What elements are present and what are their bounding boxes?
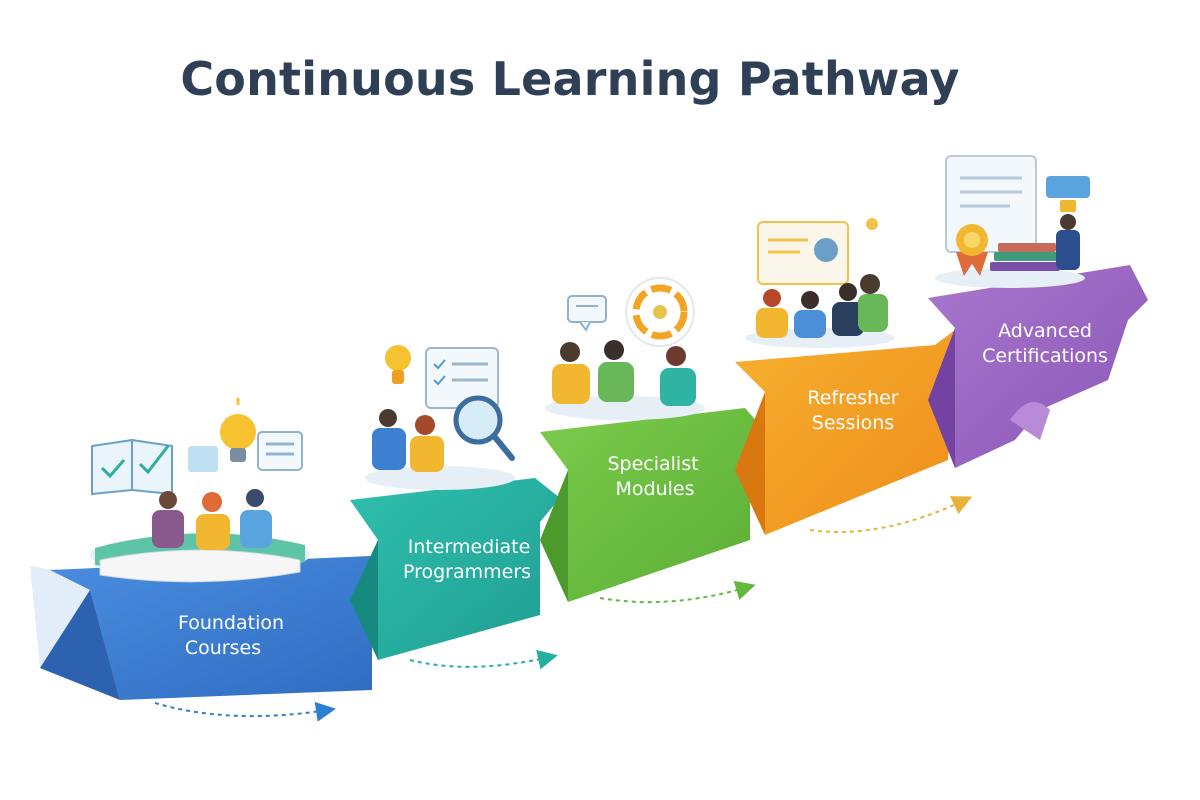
illustration-advanced [935,155,1090,288]
step-specialist-modules: Specialist Modules [540,408,760,602]
page-title: Continuous Learning Pathway [180,52,960,106]
step-foundation-courses: Foundation Courses [30,556,395,700]
step-label-line2: Certifications [982,345,1108,367]
connector-arrow-1 [154,701,336,722]
award-ribbon-icon [956,224,988,276]
step-advanced-certifications: Advanced Certifications [928,265,1148,468]
step-refresher-sessions: Refresher Sessions [735,330,955,535]
step-intermediate-programmers: Intermediate Programmers [350,478,560,660]
checklist-icon [425,347,499,409]
illustration-foundation [90,398,310,583]
books-icon [990,243,1060,271]
people-group-icon [152,489,272,550]
open-book-icon [91,438,173,496]
step-label-line1: Refresher [807,387,898,409]
illustration-refresher [745,218,895,348]
lightbulb-icon [385,345,411,384]
step-label-line2: Courses [185,637,261,659]
people-group-icon [372,409,444,472]
people-group-icon [552,340,696,406]
step-label-line1: Intermediate [408,536,531,558]
step-label-line1: Specialist [607,453,698,475]
step-label-line2: Sessions [812,412,894,434]
connector-arrow-3 [599,580,756,604]
connector-arrow-2 [409,649,558,670]
step-label-line1: Advanced [998,320,1092,342]
step-label-line2: Programmers [403,561,531,583]
target-chart-icon [625,277,695,347]
people-group-icon [756,274,888,338]
presentation-board-icon [757,218,878,285]
checklist-icon [188,431,303,472]
connector-arrow-4 [809,496,973,533]
trophy-person-icon [1046,176,1090,270]
illustration-specialist [545,277,705,420]
illustration-intermediate [365,345,515,490]
step-label-line1: Foundation [178,612,284,634]
magnifier-icon [453,395,515,461]
chat-bubble-icon [567,295,607,332]
lightbulb-icon [220,398,256,462]
step-label-line2: Modules [616,478,695,500]
